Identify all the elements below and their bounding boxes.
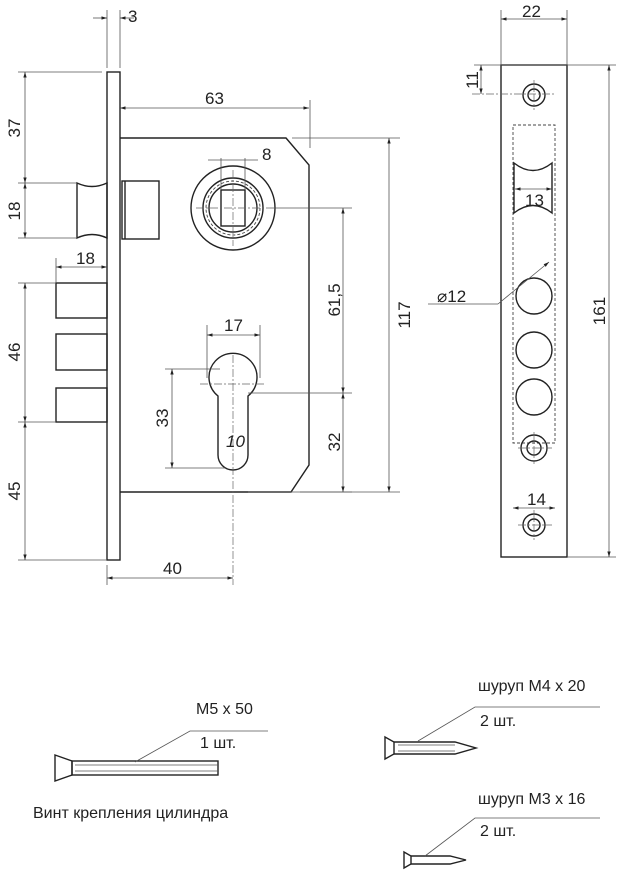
wood-screw-m4: шуруп М4 x 20 2 шт. — [384, 678, 600, 761]
dim-backset-top: 63 — [205, 89, 224, 108]
dim-cylinder-height: 33 — [153, 409, 172, 428]
part-qty: 2 шт. — [480, 823, 516, 840]
dim-cylinder-to-bottom: 32 — [325, 433, 344, 452]
dim-bolt-span: 46 — [5, 343, 24, 362]
bolt-hole — [515, 331, 553, 369]
dim-spindle-square: 8 — [262, 145, 271, 164]
bolt-hole — [515, 378, 553, 416]
wood-screw-m3: шуруп М3 x 16 2 шт. — [403, 791, 600, 870]
screw-hole — [518, 432, 552, 464]
part-caption: Винт крепления цилиндра — [33, 805, 228, 822]
screw-hole — [472, 80, 555, 110]
dim-strike-width: 22 — [522, 2, 541, 21]
cylinder-hole — [200, 352, 266, 585]
dim-spindle-to-cylinder: 61,5 — [325, 283, 344, 316]
deadbolts — [55, 282, 108, 423]
dim-strike-hole-spacing: 14 — [527, 490, 546, 509]
cylinder-screw: M5 x 50 1 шт. Винт крепления цилиндра — [33, 701, 268, 822]
part-name: M5 x 50 — [196, 701, 253, 718]
part-name: шуруп М3 x 16 — [478, 791, 586, 808]
dim-cylinder-backset: 40 — [163, 559, 182, 578]
dim-strike-hole-diameter: ⌀12 — [437, 287, 466, 306]
screw-hole — [518, 510, 552, 540]
lock-case — [120, 137, 310, 493]
lock-dimensions: 3 63 8 37 18 18 46 45 61,5 32 117 17 33 … — [5, 7, 414, 585]
part-qty: 2 шт. — [480, 713, 516, 730]
dim-cylinder-width: 17 — [224, 316, 243, 335]
strike-plate-view: 22 11 161 13 ⌀12 14 — [428, 2, 616, 558]
latch-opening — [513, 161, 553, 215]
bolt-hole — [515, 277, 553, 315]
strike-plate — [500, 64, 568, 558]
dim-strike-height: 161 — [590, 297, 609, 325]
dim-faceplate-thickness: 3 — [128, 7, 137, 26]
dim-body-height: 117 — [395, 301, 414, 328]
lock-body-view: 3 63 8 37 18 18 46 45 61,5 32 117 17 33 … — [5, 7, 414, 585]
dim-latch-height: 18 — [5, 202, 24, 221]
dim-strike-latch-width: 13 — [525, 191, 544, 210]
latch — [76, 180, 160, 240]
faceplate — [106, 71, 121, 561]
part-qty: 1 шт. — [200, 735, 236, 752]
dim-top-offset: 37 — [5, 119, 24, 138]
dim-cylinder-slot: 10 — [226, 432, 245, 451]
dim-bolt-projection: 18 — [76, 249, 95, 268]
dim-bottom-offset: 45 — [5, 482, 24, 501]
part-name: шуруп М4 x 20 — [478, 678, 586, 695]
dim-strike-top-hole: 11 — [463, 71, 482, 89]
spindle-hub — [190, 165, 276, 251]
